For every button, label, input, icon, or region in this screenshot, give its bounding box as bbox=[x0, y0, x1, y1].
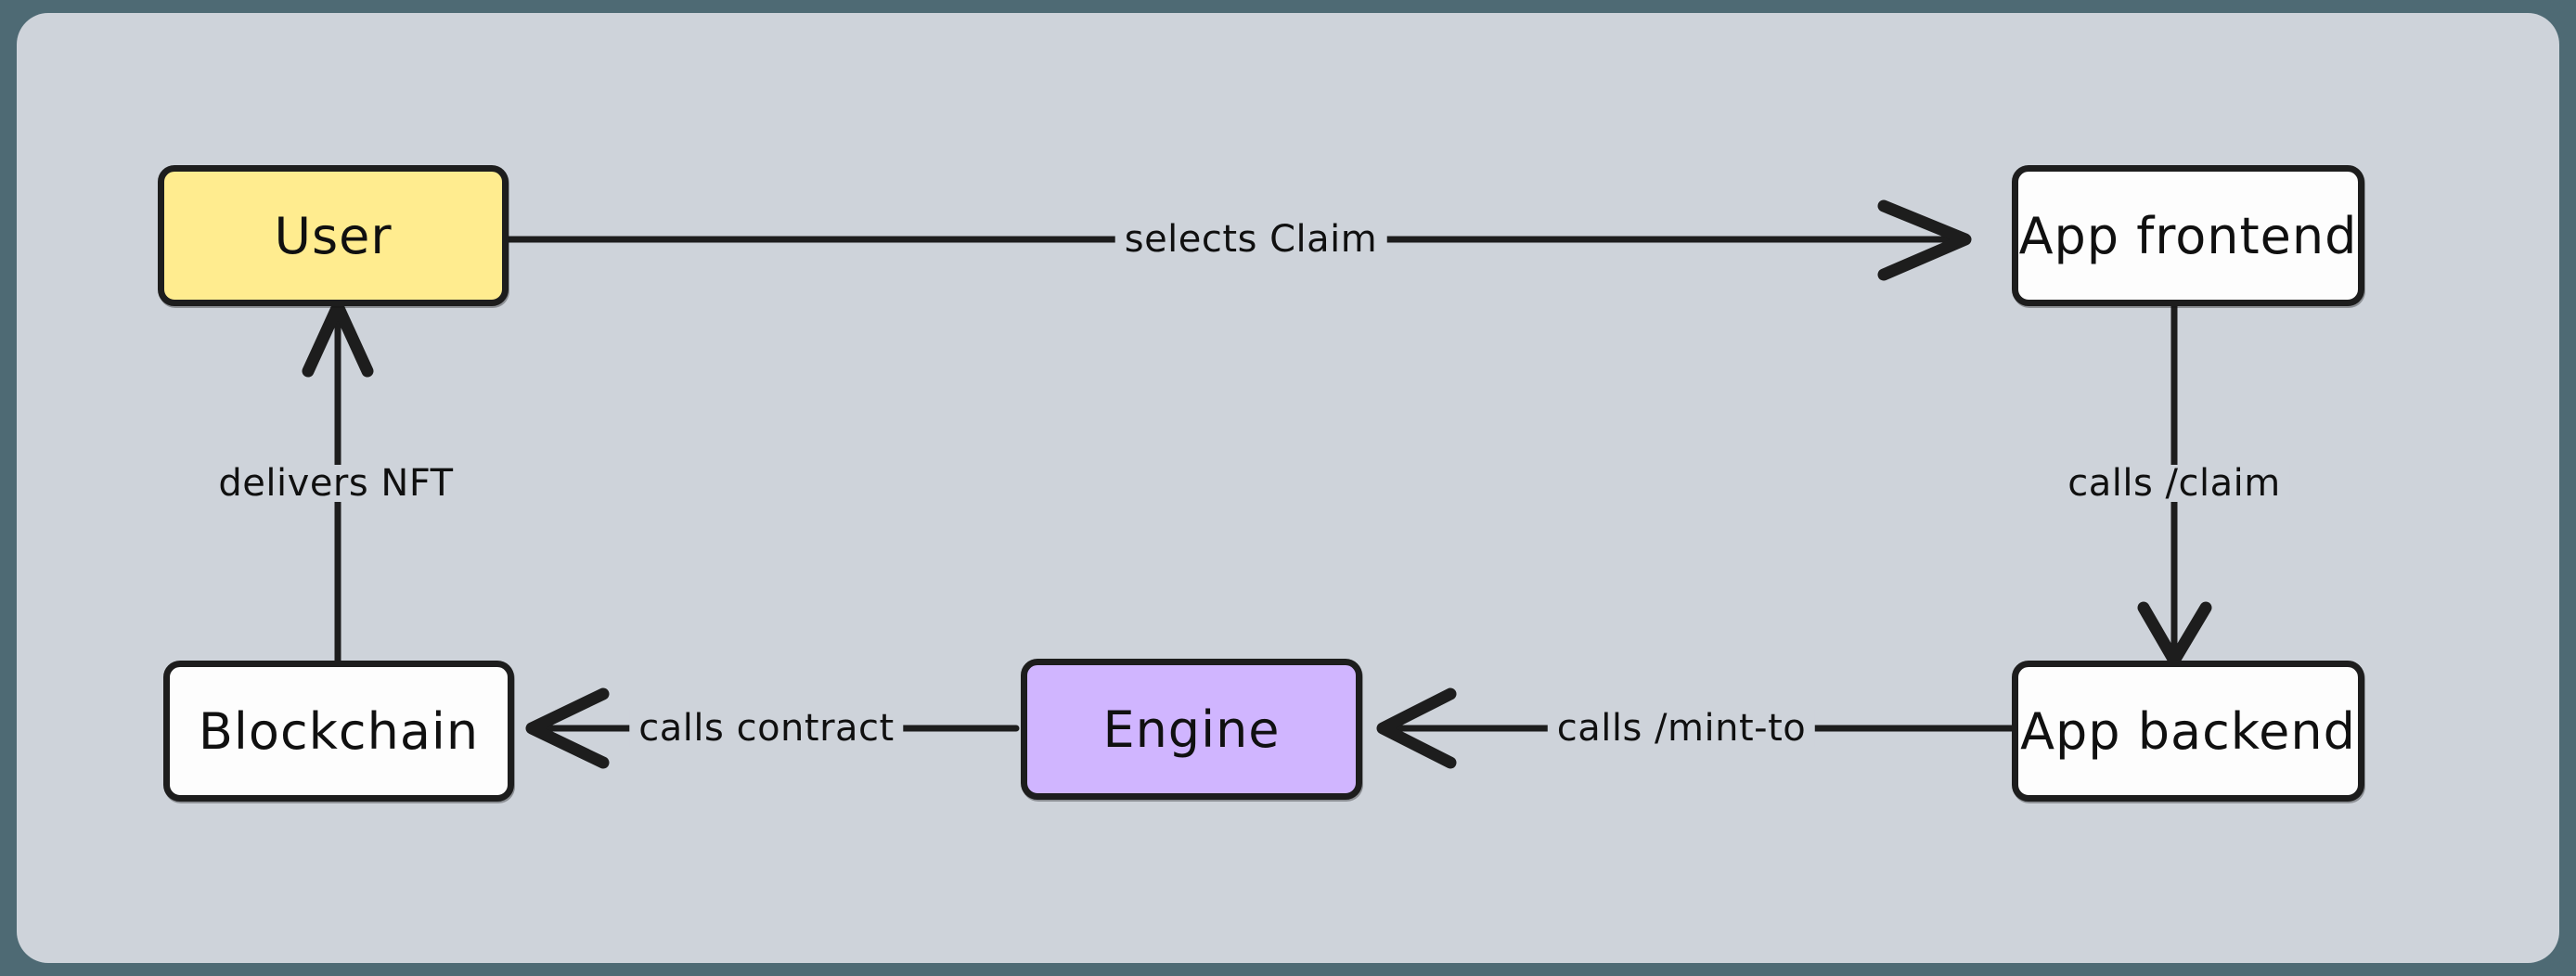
arrowhead-right-icon bbox=[1877, 199, 1972, 281]
edge-label-selects-claim: selects Claim bbox=[1114, 221, 1387, 258]
edge-label-calls-contract: calls contract bbox=[629, 710, 904, 747]
node-blockchain-label: Blockchain bbox=[198, 701, 480, 761]
arrowhead-left-icon bbox=[1376, 687, 1457, 769]
node-user-label: User bbox=[274, 206, 393, 265]
edge-label-calls-mint-to: calls /mint-to bbox=[1547, 710, 1816, 747]
arrowhead-up-icon bbox=[302, 300, 374, 378]
node-engine[interactable]: Engine bbox=[1021, 659, 1362, 800]
node-app-backend-label: App backend bbox=[2020, 701, 2356, 761]
node-app-frontend-label: App frontend bbox=[2018, 206, 2358, 265]
node-blockchain[interactable]: Blockchain bbox=[163, 661, 514, 802]
edge-label-delivers-nft: delivers NFT bbox=[209, 465, 463, 502]
node-engine-label: Engine bbox=[1102, 700, 1281, 759]
node-app-frontend[interactable]: App frontend bbox=[2012, 165, 2364, 306]
edge-label-calls-claim: calls /claim bbox=[2058, 465, 2290, 502]
arrowhead-left-icon bbox=[525, 687, 610, 769]
node-user[interactable]: User bbox=[158, 165, 509, 306]
node-app-backend[interactable]: App backend bbox=[2012, 661, 2364, 802]
